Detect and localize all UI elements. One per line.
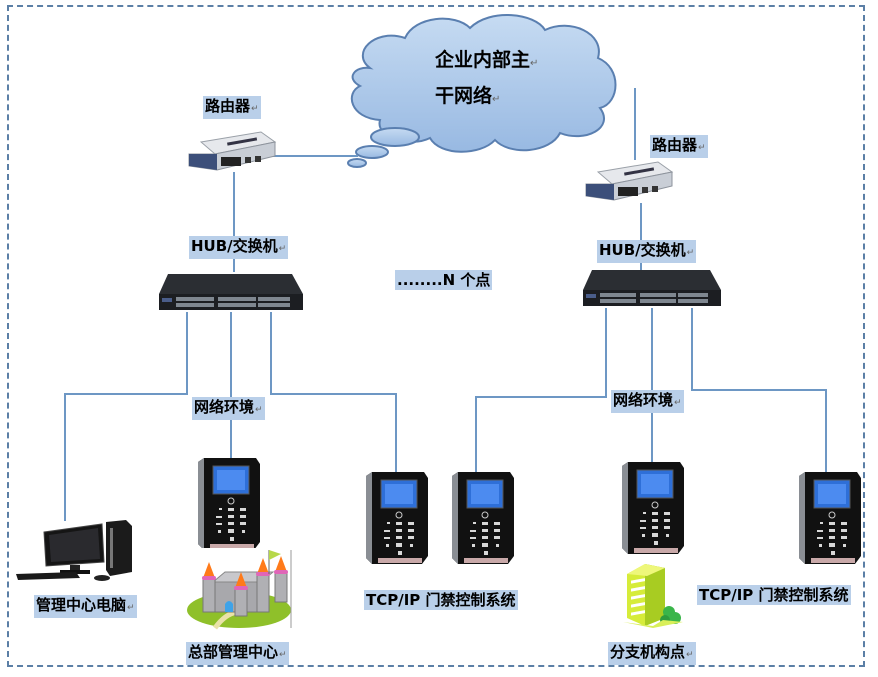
paragraph-mark: ↵: [279, 650, 287, 660]
link-v-access-right: [825, 389, 827, 475]
link-switch-right-3: [691, 308, 693, 390]
switch-label-right: HUB/交换机↵: [597, 240, 697, 263]
link-v-pc: [64, 393, 66, 521]
headquarters-castle-icon: [185, 548, 293, 630]
router-label-text: 路由器: [652, 136, 698, 154]
link-router-left-to-cloud: [258, 155, 358, 157]
cloud-label-line2: 干网络: [435, 85, 493, 107]
network-env-label-left: 网络环境↵: [192, 397, 265, 420]
access-system-label-right: TCP/IP 门禁控制系统: [697, 585, 851, 605]
access-terminal-icon-hq: [197, 457, 261, 551]
link-router-left-to-switch: [233, 172, 235, 272]
cloud-label-line1: 企业内部主: [435, 49, 531, 71]
management-pc-label: 管理中心电脑↵: [34, 595, 137, 618]
paragraph-mark: ↵: [255, 405, 263, 415]
paragraph-mark: ↵: [698, 143, 706, 153]
router-icon-left: [188, 131, 277, 171]
cloud-icon: [347, 14, 617, 168]
switch-icon-left: [159, 274, 303, 310]
network-env-label-right: 网络环境↵: [611, 390, 684, 413]
paragraph-mark: ↵: [127, 603, 135, 613]
switch-icon-right: [583, 270, 721, 306]
paragraph-mark: ↵: [278, 244, 287, 254]
access-terminal-icon-left: [365, 471, 429, 565]
paragraph-mark: ↵: [686, 248, 695, 258]
link-switch-right-2: [651, 308, 653, 464]
paragraph-mark: ↵: [251, 104, 259, 114]
link-switch-right-1: [605, 308, 607, 397]
management-pc-text: 管理中心电脑: [36, 596, 127, 614]
cloud-label: 企业内部主↵ 干网络↵: [435, 44, 538, 116]
paragraph-mark: ↵: [492, 94, 501, 105]
link-h-access-mid: [475, 396, 607, 398]
network-env-text: 网络环境: [613, 391, 674, 409]
access-system-label-left: TCP/IP 门禁控制系统: [364, 590, 518, 610]
paragraph-mark: ↵: [530, 58, 539, 69]
headquarters-text: 总部管理中心: [188, 643, 279, 661]
router-label-text: 路由器: [205, 97, 251, 115]
link-switch-left-3: [270, 312, 272, 394]
router-icon-right: [585, 161, 674, 201]
network-env-text: 网络环境: [194, 398, 255, 416]
branch-building-icon: [623, 564, 683, 628]
access-terminal-icon-mid: [451, 471, 515, 565]
access-terminal-icon-branch: [621, 461, 685, 555]
paragraph-mark: ↵: [686, 650, 694, 660]
router-label-left: 路由器↵: [203, 96, 261, 119]
dashed-frame: [7, 5, 865, 667]
switch-label-text: HUB/交换机: [599, 241, 686, 259]
branch-label: 分支机构点↵: [608, 642, 696, 665]
link-v-access-left: [395, 393, 397, 473]
link-v-access-mid: [475, 396, 477, 474]
link-h-access-right: [691, 389, 827, 391]
access-terminal-icon-right: [798, 471, 862, 565]
desktop-computer-icon: [16, 520, 132, 581]
n-points-label: ........N 个点: [395, 270, 493, 290]
link-h-access-left: [270, 393, 396, 395]
paragraph-mark: ↵: [674, 398, 682, 408]
router-label-right: 路由器↵: [650, 135, 708, 158]
link-switch-left-1: [186, 312, 188, 394]
headquarters-label: 总部管理中心↵: [186, 642, 289, 665]
link-cloud-to-router-right: [634, 88, 636, 160]
branch-text: 分支机构点: [610, 643, 686, 661]
link-h-pc: [64, 393, 188, 395]
switch-label-left: HUB/交换机↵: [189, 236, 289, 259]
switch-label-text: HUB/交换机: [191, 237, 278, 255]
link-switch-left-2: [230, 312, 232, 460]
link-router-right-to-switch: [640, 203, 642, 271]
